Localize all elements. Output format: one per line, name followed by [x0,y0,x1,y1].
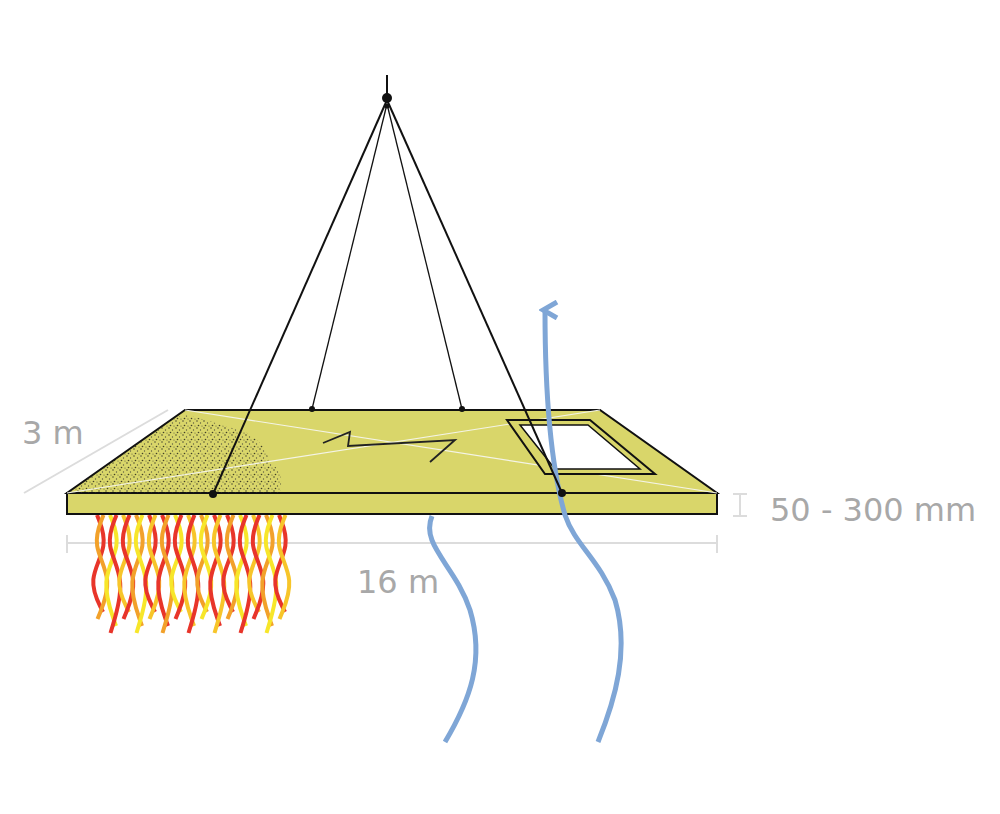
flame-stroke [123,515,134,619]
dimension-label: 50 - 300 mm [770,494,976,526]
airflow-line [430,516,476,742]
dimension-label: 3 m [22,417,84,449]
fire [93,515,289,633]
flame-stroke [175,515,186,619]
cables [213,75,562,494]
flame-stroke [279,515,290,619]
dimension-lines [24,410,747,553]
flame-stroke [201,515,212,619]
dimension-label: 16 m [357,566,439,598]
flame-stroke [97,515,108,619]
flame-stroke [149,515,160,619]
flame-stroke [227,515,238,619]
panel [60,410,717,514]
cable-joints [209,93,566,498]
flame-stroke [253,515,264,619]
airflow-arrow [545,310,621,742]
